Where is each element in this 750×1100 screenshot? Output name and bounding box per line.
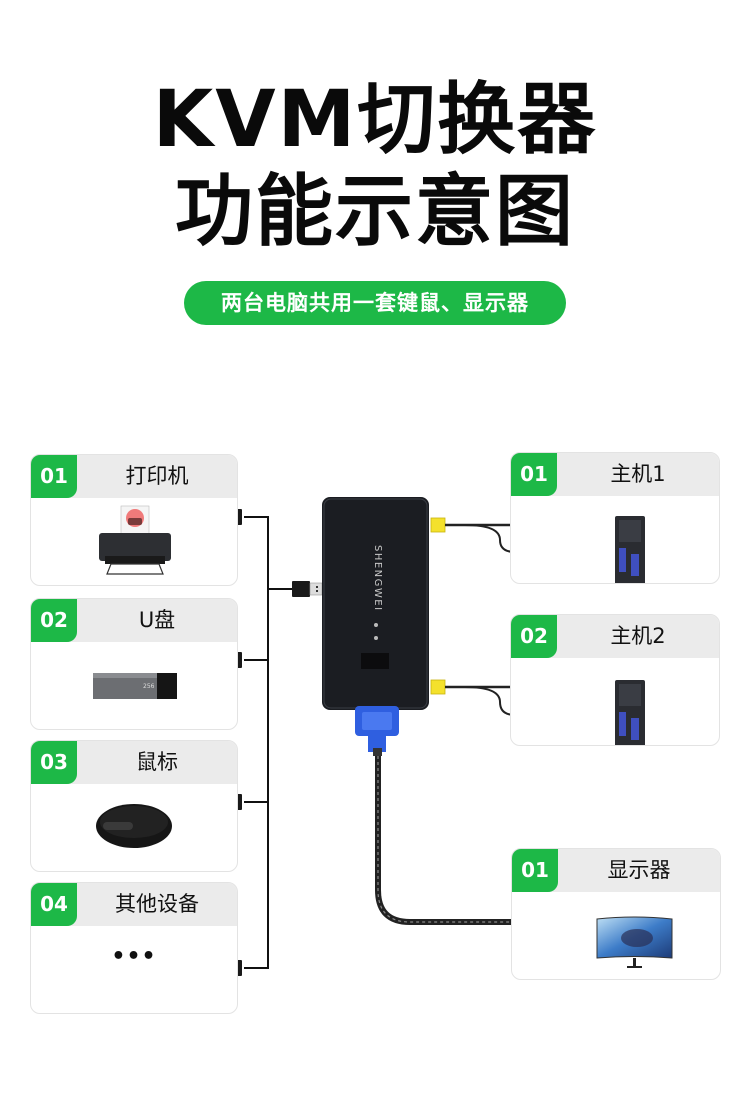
card-number: 01 (511, 453, 557, 496)
card-number: 04 (31, 883, 77, 926)
led-indicator (374, 623, 378, 627)
switch-button (361, 653, 389, 669)
device-card-other: 04 其他设备 ••• (30, 882, 238, 1014)
printer-icon (99, 505, 171, 575)
card-number: 03 (31, 741, 77, 784)
usb-bus-cables (244, 516, 296, 969)
display-card: 01 显示器 (511, 848, 721, 980)
usb-plug-icon (292, 581, 323, 597)
kvm-switch: SHENGWEI (322, 497, 429, 710)
subtitle-badge: 两台电脑共用一套键鼠、显示器 (184, 281, 566, 325)
svg-text:256: 256 (143, 683, 155, 690)
card-label: 打印机 (125, 464, 189, 488)
card-number: 02 (31, 599, 77, 642)
card-number: 01 (512, 849, 558, 892)
mouse-icon (96, 804, 172, 848)
vga-connector-icon (355, 706, 399, 756)
led-indicator (374, 636, 378, 640)
page-title-line1: KVM切换器 (152, 75, 598, 165)
device-card-printer: 01 打印机 (30, 454, 238, 586)
brand-label: SHENGWEI (372, 545, 383, 612)
pc-tower-icon (615, 516, 645, 583)
host-card-2: 02 主机2 (510, 614, 720, 746)
vga-cable-to-monitor (375, 750, 512, 925)
page-title-line2: 功能示意图 (174, 167, 575, 257)
usb-flash-drive-icon: 256 (93, 673, 177, 699)
device-card-mouse: 03 鼠标 (30, 740, 238, 872)
card-number: 01 (31, 455, 77, 498)
card-label: 其他设备 (115, 892, 199, 916)
pc-tower-icon (615, 680, 645, 745)
device-card-usb-drive: 02 U盘 256 (30, 598, 238, 730)
card-label: U盘 (138, 608, 176, 632)
card-label: 显示器 (607, 858, 671, 882)
card-number: 02 (511, 615, 557, 658)
card-label: 鼠标 (136, 750, 178, 774)
monitor-icon (596, 916, 673, 968)
card-label: 主机2 (610, 624, 666, 648)
host-card-1: 01 主机1 (510, 452, 720, 584)
more-icon: ••• (111, 944, 157, 969)
card-label: 主机1 (610, 462, 666, 486)
